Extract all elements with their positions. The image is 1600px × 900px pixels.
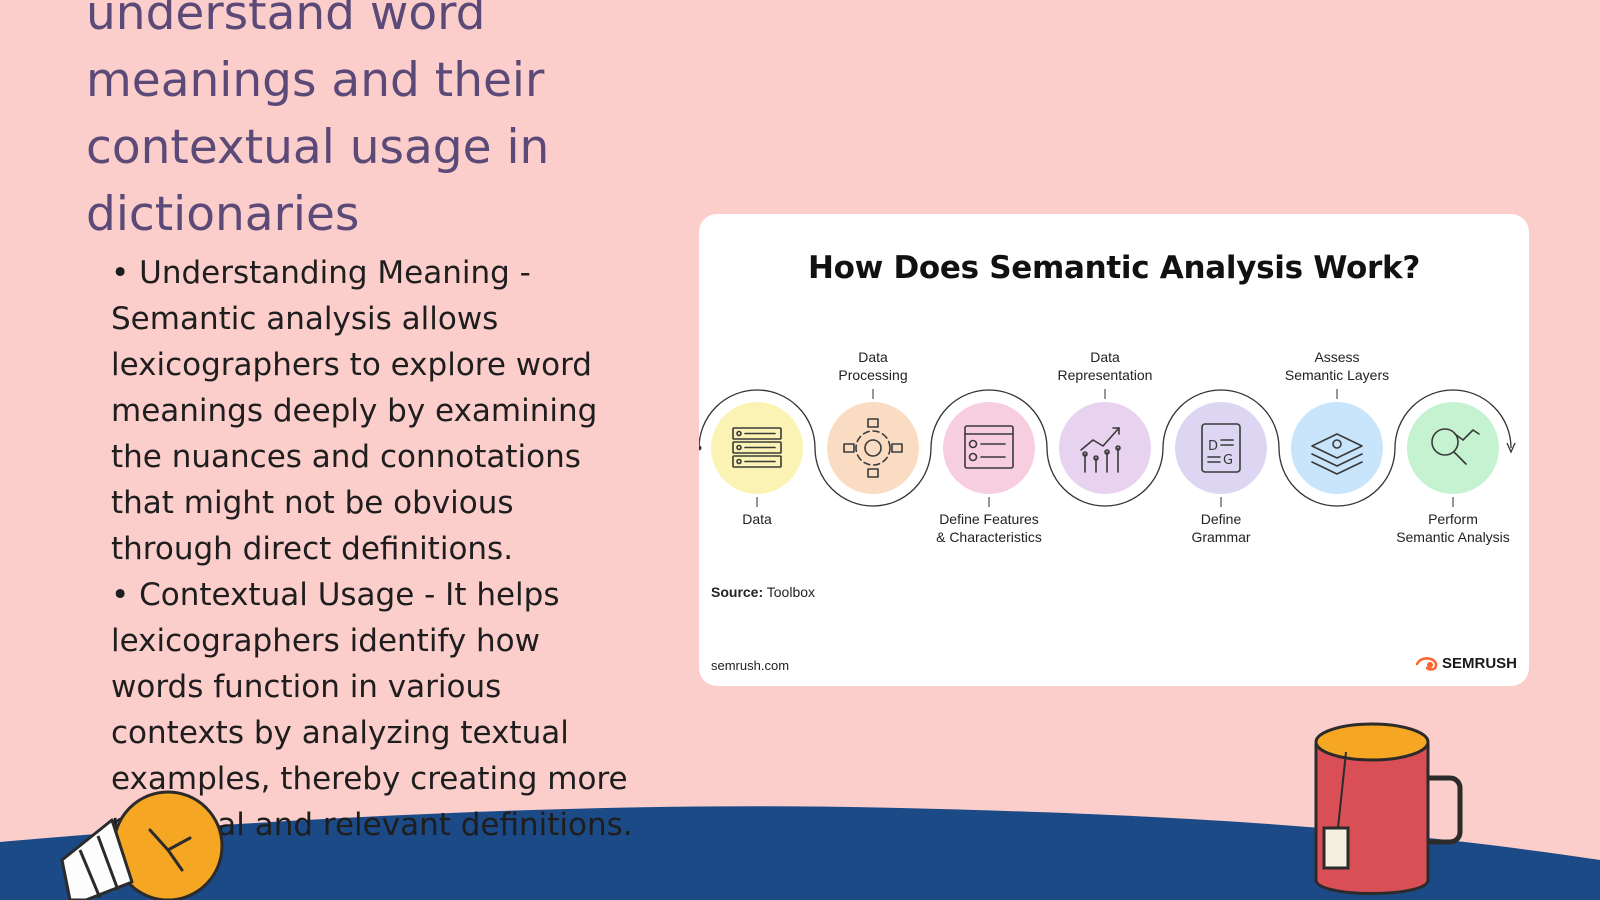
brand-logo: SEMRUSH: [1415, 655, 1517, 672]
step-circle-semantic-analysis: [1407, 402, 1499, 494]
svg-text:D: D: [1208, 439, 1218, 454]
magnifier-icon: [1431, 428, 1480, 465]
arc-end-arrow: [1506, 442, 1516, 454]
site-url: semrush.com: [711, 658, 790, 673]
processing-gear-icon: [843, 418, 903, 478]
arc-start-dot: [699, 445, 702, 451]
layers-icon: [1311, 433, 1363, 475]
step-circle-define-features: [943, 402, 1035, 494]
connector-arc: [814, 447, 932, 507]
step-label-line: Define Features: [939, 511, 1039, 527]
semrush-flame-icon: [1415, 656, 1438, 671]
step-label-semantic-analysis: Perform Semantic Analysis: [1363, 510, 1543, 546]
title-line: dictionaries: [86, 187, 360, 242]
bullet-item: • Understanding Meaning - Semantic analy…: [111, 255, 598, 567]
process-diagram: D G: [699, 389, 1516, 507]
grammar-document-icon: D G: [1201, 423, 1241, 473]
step-label-define-features: Define Features & Characteristics: [899, 510, 1079, 546]
infographic-card: How Does Semantic Analysis Work?: [699, 214, 1529, 686]
connector-arc: [1162, 389, 1280, 449]
step-label-semantic-layers: Assess Semantic Layers: [1247, 348, 1427, 384]
title-line: contextual usage in: [86, 120, 550, 175]
connector-arc: [1046, 447, 1164, 507]
step-label-line: Semantic Analysis: [1396, 529, 1510, 545]
source-credit: Source: Toolbox: [711, 584, 815, 600]
svg-text:G: G: [1223, 453, 1233, 468]
bullet-list: • Understanding Meaning - Semantic analy…: [111, 250, 641, 848]
step-label-line: & Characteristics: [936, 529, 1042, 545]
line-chart-icon: [1080, 427, 1121, 473]
step-label-define-grammar: Define Grammar: [1131, 510, 1311, 546]
connector-arc: [930, 389, 1048, 449]
step-label-line: Define: [1200, 511, 1242, 527]
step-label-data-representation: Data Representation: [1015, 348, 1195, 384]
title-line: meanings and their: [86, 53, 545, 108]
step-label-line: Data: [858, 349, 888, 365]
step-label-line: Semantic Layers: [1284, 367, 1390, 383]
connector-arc: [1278, 447, 1396, 507]
infographic-title: How Does Semantic Analysis Work?: [807, 250, 1421, 286]
slide-title: understand word meanings and their conte…: [86, 0, 646, 248]
source-value: Toolbox: [766, 584, 816, 600]
step-label-line: Assess: [1314, 349, 1360, 365]
step-label-line: Grammar: [1191, 529, 1251, 545]
step-label-line: Processing: [838, 367, 908, 383]
connector-arc: [699, 389, 816, 449]
step-label-line: Representation: [1057, 367, 1153, 383]
step-label-line: Data: [1090, 349, 1120, 365]
step-circle-data-processing: [827, 402, 919, 494]
server-icon: [732, 427, 782, 468]
step-label-data: Data: [667, 510, 847, 528]
source-label: Source:: [711, 584, 764, 600]
step-circle-data-representation: [1059, 402, 1151, 494]
step-label-line: Perform: [1428, 511, 1478, 527]
step-label-data-processing: Data Processing: [783, 348, 963, 384]
bullet-item: • Contextual Usage - It helps lexicograp…: [111, 577, 633, 843]
step-circle-define-grammar: [1175, 402, 1267, 494]
checklist-window-icon: [964, 425, 1014, 469]
title-line: understand word: [86, 0, 486, 41]
brand-name: SEMRUSH: [1441, 655, 1517, 672]
step-label-line: Data: [742, 511, 772, 527]
connector-arc: [1394, 389, 1512, 449]
